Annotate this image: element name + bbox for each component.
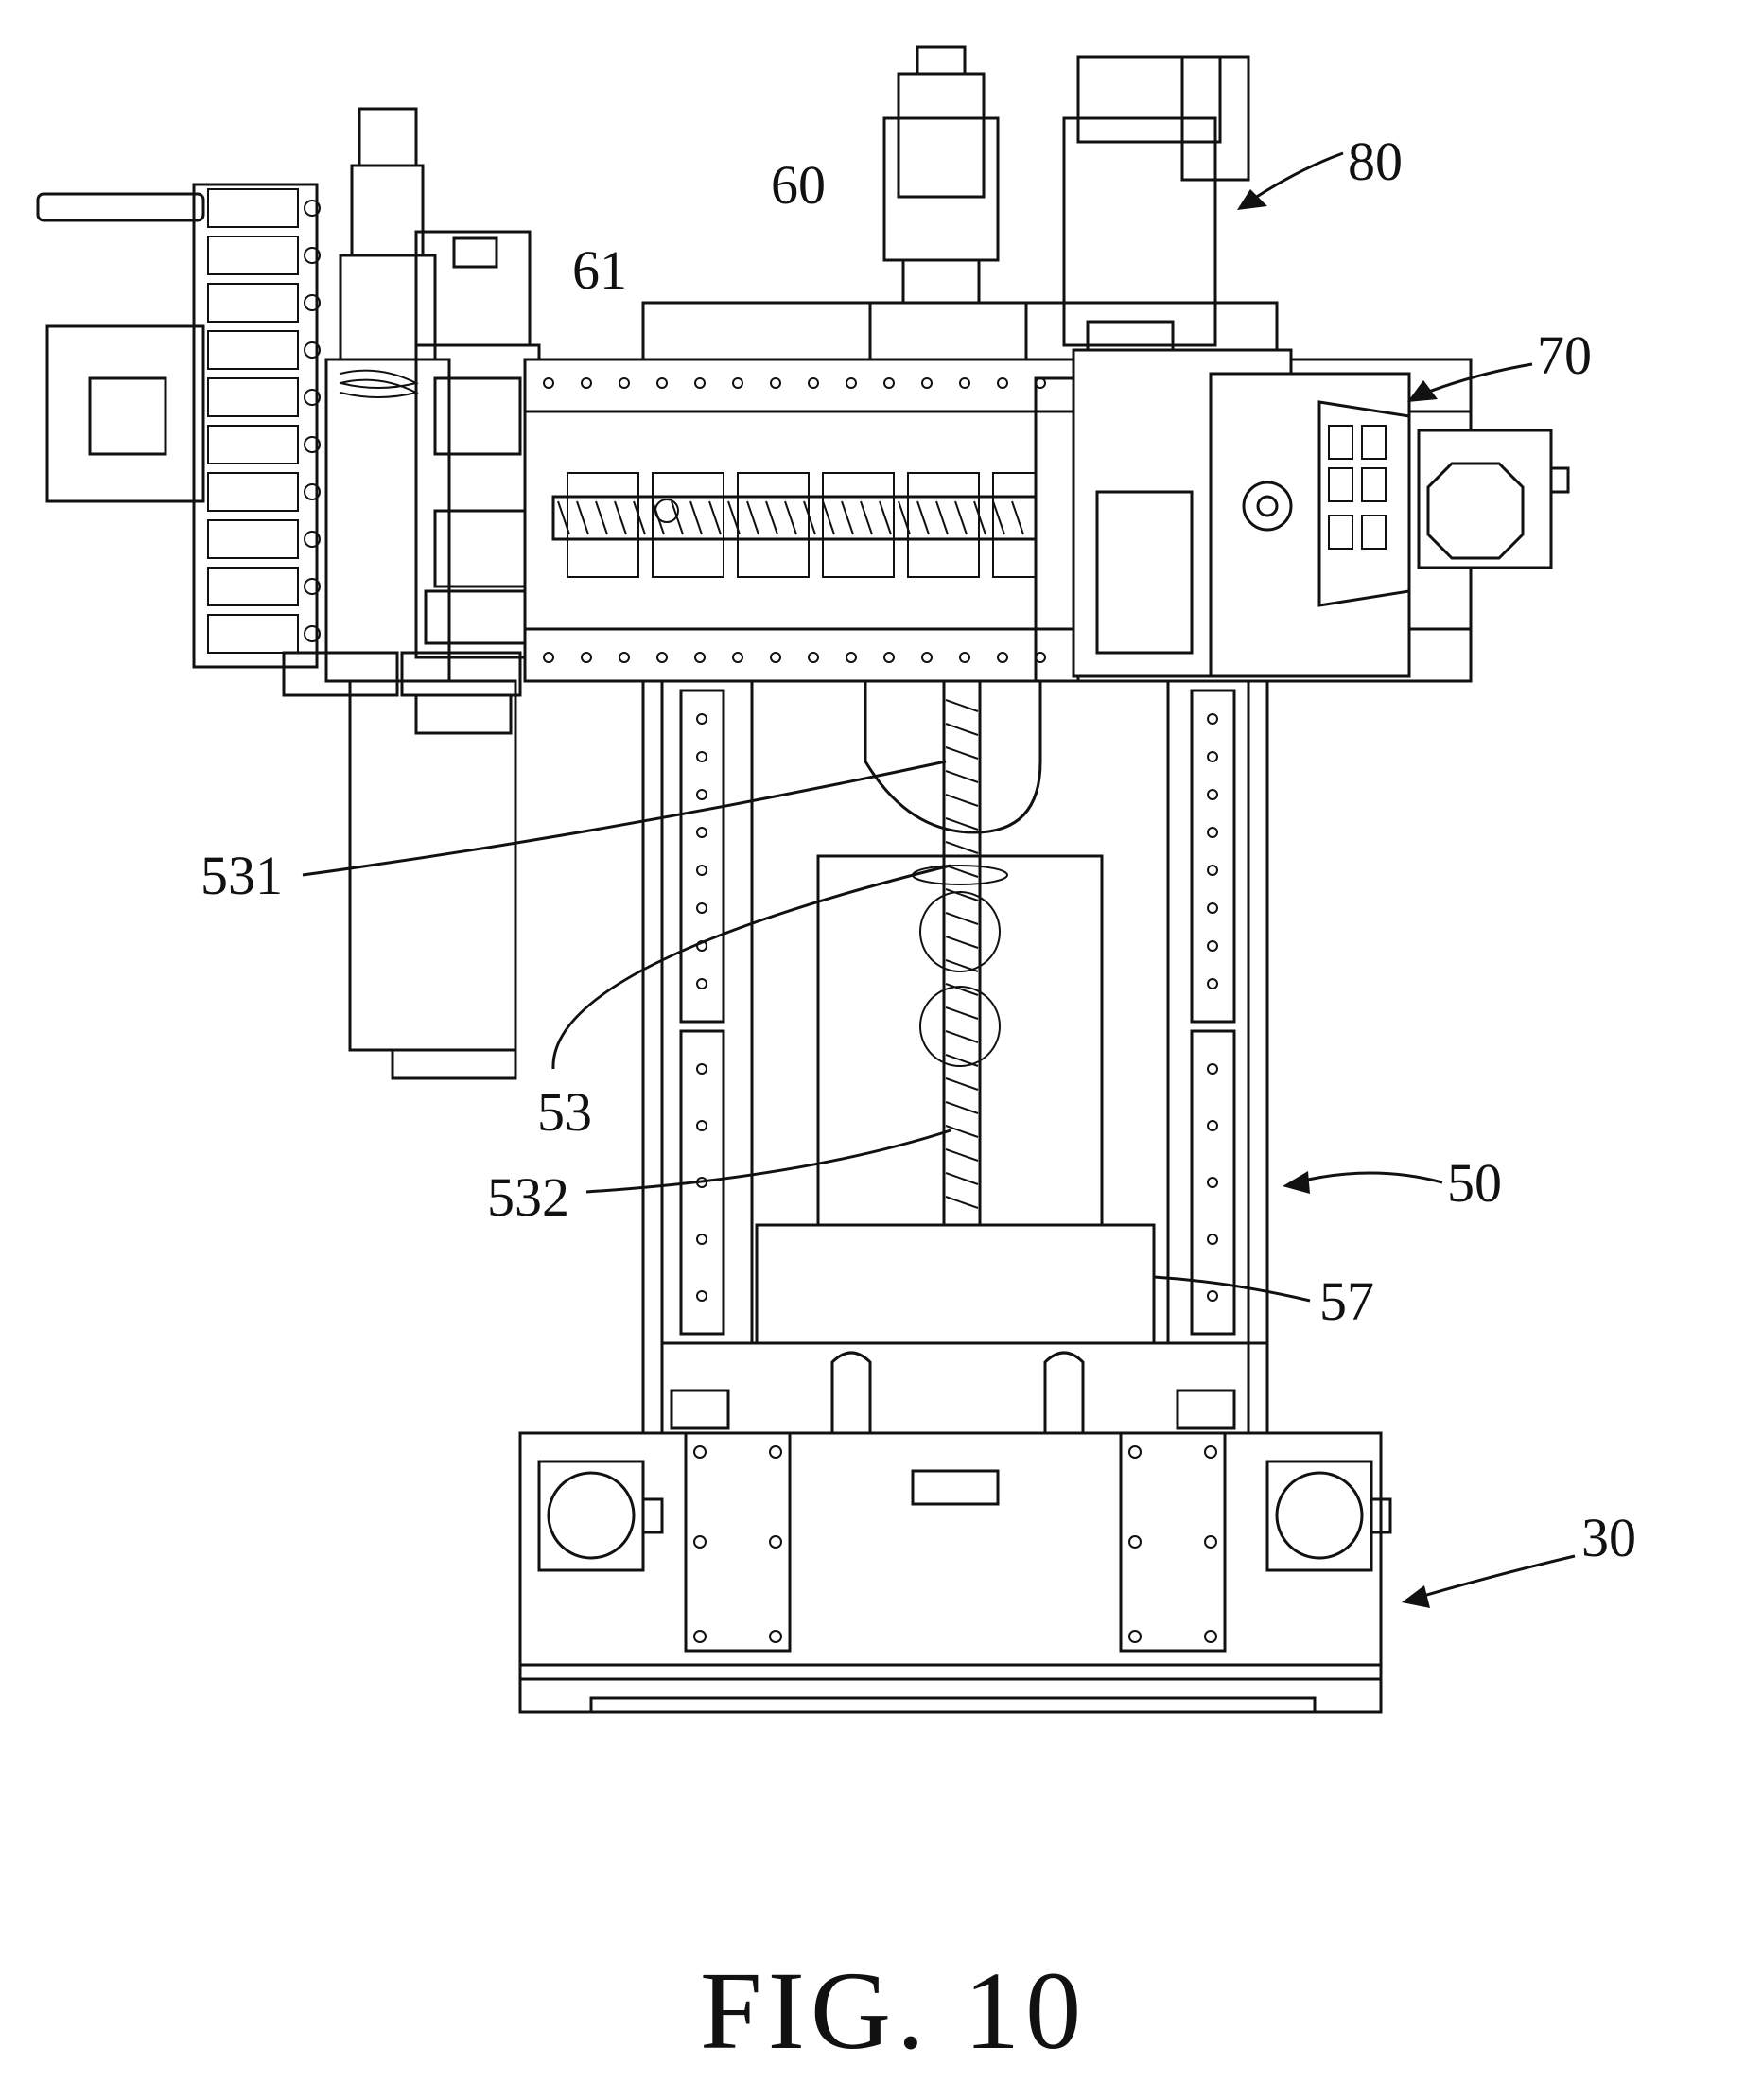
left-valve-stack [36, 183, 399, 697]
label-61: 61 [572, 239, 627, 301]
label-60: 60 [771, 154, 826, 216]
label-70: 70 [1537, 324, 1592, 386]
label-50: 50 [1447, 1152, 1502, 1214]
top-motors [868, 45, 1250, 376]
label-532: 532 [487, 1166, 569, 1228]
label-53: 53 [537, 1081, 592, 1143]
label-30: 30 [1581, 1507, 1636, 1568]
reference-labels: 80 60 61 70 531 53 532 50 57 30 [201, 131, 1636, 1568]
figure-caption: FIG. 10 [700, 1949, 1087, 2073]
label-80: 80 [1348, 131, 1403, 192]
right-head-block [1072, 348, 1570, 678]
label-531: 531 [201, 845, 283, 906]
leader-lines [302, 151, 1576, 1608]
machine-base [518, 1431, 1392, 1714]
nut-block [660, 1223, 1269, 1435]
left-cylinder [324, 107, 522, 1080]
ball-screw [912, 679, 1008, 1227]
label-57: 57 [1319, 1270, 1374, 1332]
